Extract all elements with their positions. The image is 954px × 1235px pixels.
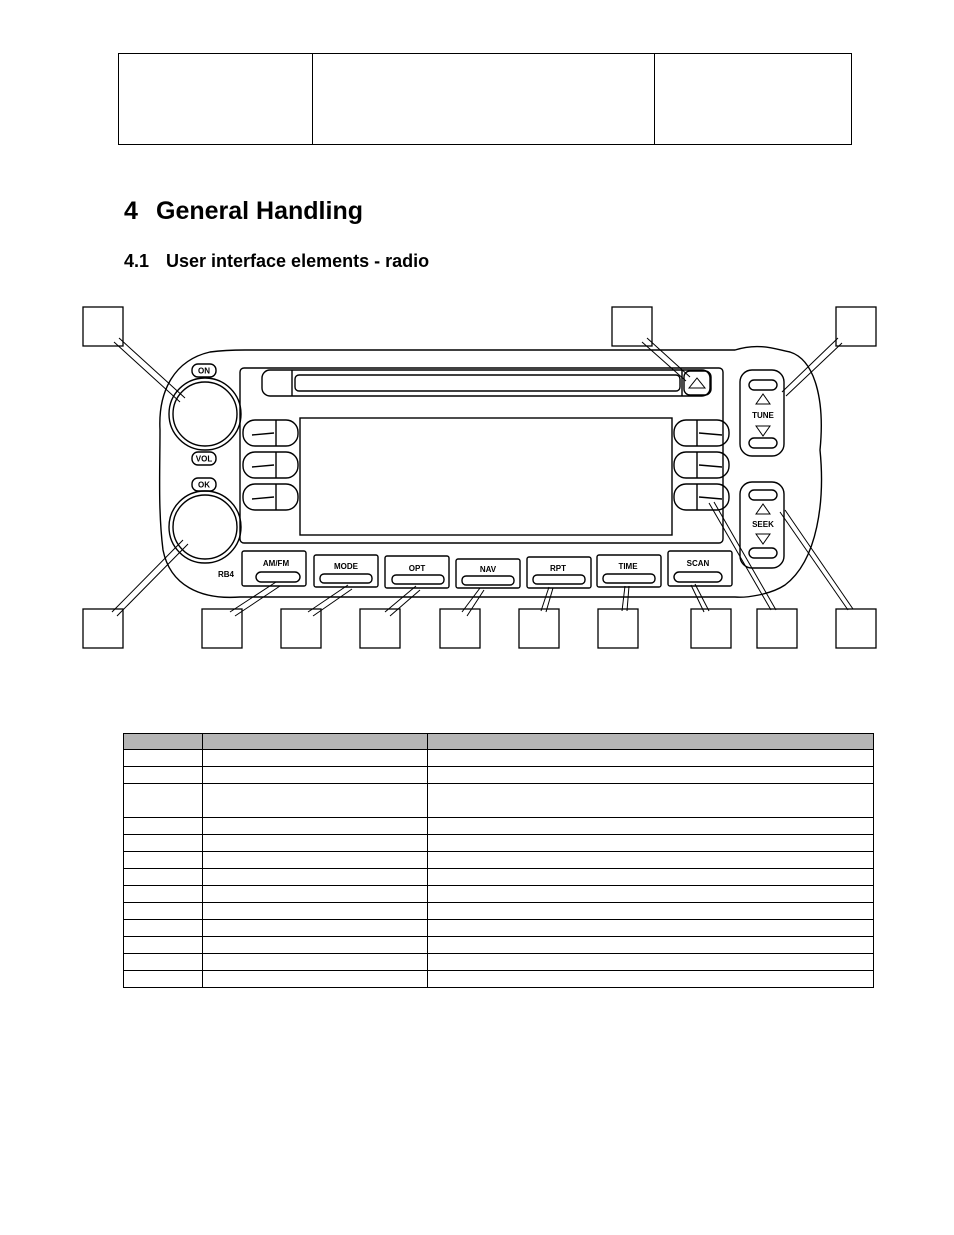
cd-slot-frame <box>261 369 711 397</box>
table-cell <box>427 817 874 835</box>
tune-label: TUNE <box>752 411 774 420</box>
table-row <box>123 817 874 835</box>
table-cell <box>202 885 428 903</box>
callout-boxes <box>82 306 877 649</box>
table-cell <box>427 970 874 988</box>
vol-label: VOL <box>196 455 213 464</box>
table-cell <box>427 953 874 971</box>
table-row <box>123 749 874 767</box>
table-cell <box>202 817 428 835</box>
scan-button[interactable]: SCAN <box>687 559 710 568</box>
table-cell <box>123 783 203 818</box>
table-row <box>123 936 874 954</box>
ok-label: OK <box>198 481 210 490</box>
mode-button[interactable]: MODE <box>334 562 359 571</box>
elements-table <box>123 733 874 988</box>
display-bezel <box>239 367 724 544</box>
table-row <box>123 902 874 920</box>
table-cell <box>202 868 428 886</box>
table-cell <box>123 936 203 954</box>
header-cell-2 <box>312 54 654 144</box>
on-vol-knob <box>168 377 242 451</box>
cd-slot <box>294 374 681 392</box>
table-header-row <box>123 733 874 750</box>
subsection-number: 4.1 <box>124 251 150 271</box>
table-row <box>123 783 874 818</box>
subsection-title: User interface elements - radio <box>166 251 430 271</box>
table-cell <box>202 919 428 937</box>
header-cell-1 <box>119 54 312 144</box>
table-row <box>123 834 874 852</box>
table-cell <box>427 919 874 937</box>
table-header-cell <box>427 733 874 750</box>
tune-rocker <box>739 369 785 457</box>
table-cell <box>427 851 874 869</box>
table-cell <box>123 834 203 852</box>
table-cell <box>202 851 428 869</box>
table-cell <box>202 970 428 988</box>
table-row <box>123 953 874 971</box>
seek-label: SEEK <box>752 520 774 529</box>
section-number: 4 <box>124 197 138 225</box>
table-row <box>123 766 874 784</box>
table-cell <box>123 851 203 869</box>
subsection-heading: 4.1 User interface elements - radio <box>124 251 429 272</box>
right-preset-buttons <box>673 419 730 511</box>
table-cell <box>427 936 874 954</box>
table-cell <box>123 919 203 937</box>
table-cell <box>123 953 203 971</box>
table-cell <box>123 817 203 835</box>
display-screen <box>299 417 673 536</box>
table-header-cell <box>202 733 428 750</box>
table-row <box>123 851 874 869</box>
model-label: RB4 <box>218 570 235 579</box>
table-cell <box>202 783 428 818</box>
opt-button[interactable]: OPT <box>409 564 426 573</box>
table-cell <box>202 834 428 852</box>
radio-figure: ON VOL OK RB4 TUNE SEEK AM/FM MODE OPT N… <box>82 306 877 649</box>
table-cell <box>427 834 874 852</box>
am-fm-button[interactable]: AM/FM <box>263 559 290 568</box>
table-row <box>123 919 874 937</box>
table-cell <box>427 902 874 920</box>
time-button[interactable]: TIME <box>618 562 638 571</box>
table-row <box>123 970 874 988</box>
rpt-button[interactable]: RPT <box>550 564 566 573</box>
header-table <box>118 53 852 145</box>
left-preset-buttons <box>242 419 299 511</box>
on-label: ON <box>198 367 210 376</box>
table-cell <box>202 902 428 920</box>
table-cell <box>427 868 874 886</box>
header-cell-3 <box>654 54 851 144</box>
seek-rocker <box>739 481 785 569</box>
radio-body-outline <box>158 345 823 599</box>
table-cell <box>202 749 428 767</box>
table-cell <box>123 749 203 767</box>
table-cell <box>202 766 428 784</box>
table-cell <box>427 749 874 767</box>
table-cell <box>427 783 874 818</box>
table-cell <box>123 766 203 784</box>
table-cell <box>202 936 428 954</box>
table-cell <box>123 970 203 988</box>
section-title: General Handling <box>156 197 363 225</box>
table-cell <box>123 868 203 886</box>
nav-button[interactable]: NAV <box>480 565 497 574</box>
table-cell <box>202 953 428 971</box>
eject-button <box>683 370 712 396</box>
leader-lines <box>111 337 854 617</box>
table-header-cell <box>123 733 203 750</box>
table-row <box>123 868 874 886</box>
section-heading: 4 General Handling <box>124 197 363 226</box>
table-cell <box>123 885 203 903</box>
table-cell <box>123 902 203 920</box>
table-cell <box>427 766 874 784</box>
table-row <box>123 885 874 903</box>
table-cell <box>427 885 874 903</box>
